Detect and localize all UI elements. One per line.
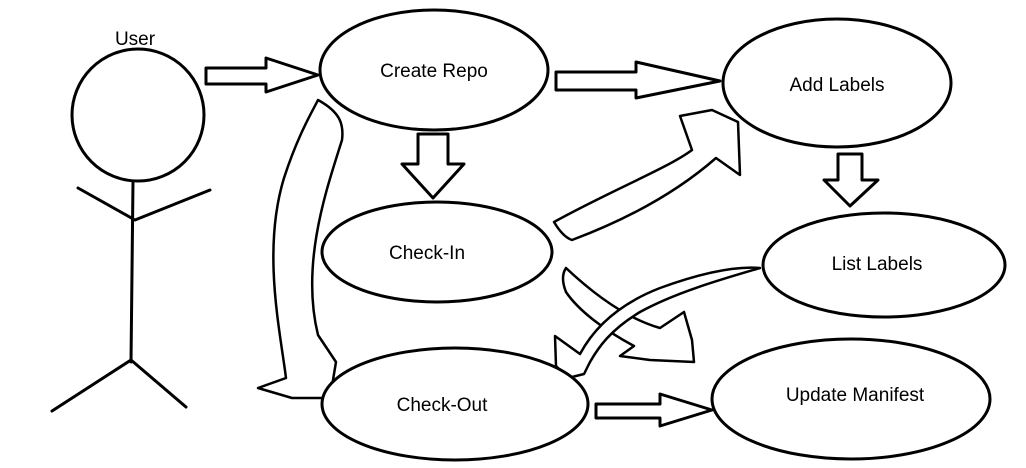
actor-head [70,47,206,183]
user-actor: User [50,29,212,413]
list-labels-label: List Labels [832,254,923,275]
add-labels-ellipse [721,17,953,149]
use-case-check-in: Check-In [320,200,554,304]
use-case-add-labels: Add Labels [721,17,953,149]
use-case-create-repo: Create Repo [318,8,550,132]
arrow-check-out-to-update-manifest [594,392,714,428]
create-repo-label: Create Repo [380,61,488,82]
sketch-arrow-create-to-checkout [256,98,344,400]
arrow-add-labels-to-list-labels [822,152,880,208]
create-repo-ellipse [318,8,550,132]
update-manifest-ellipse [710,337,992,461]
actor-body [129,179,135,364]
use-case-update-manifest: Update Manifest [710,337,992,461]
check-out-ellipse [320,346,590,462]
arrow-create-repo-to-check-in [400,132,466,200]
list-labels-ellipse [761,211,1007,319]
use-case-check-out: Check-Out [320,346,590,462]
arrow-create-repo-to-add-labels [554,60,722,100]
check-in-ellipse [320,200,554,304]
check-out-label: Check-Out [397,395,489,416]
actor-arms [76,186,212,222]
check-in-label: Check-In [389,243,465,264]
actor-legs [50,358,188,413]
add-labels-label: Add Labels [789,75,884,96]
use-case-list-labels: List Labels [761,211,1007,319]
actor-label: User [115,29,156,50]
arrow-user-to-create-repo [204,56,320,94]
sketch-arrow-checkin-to-addlabels [552,108,742,242]
update-manifest-label: Update Manifest [786,385,925,406]
